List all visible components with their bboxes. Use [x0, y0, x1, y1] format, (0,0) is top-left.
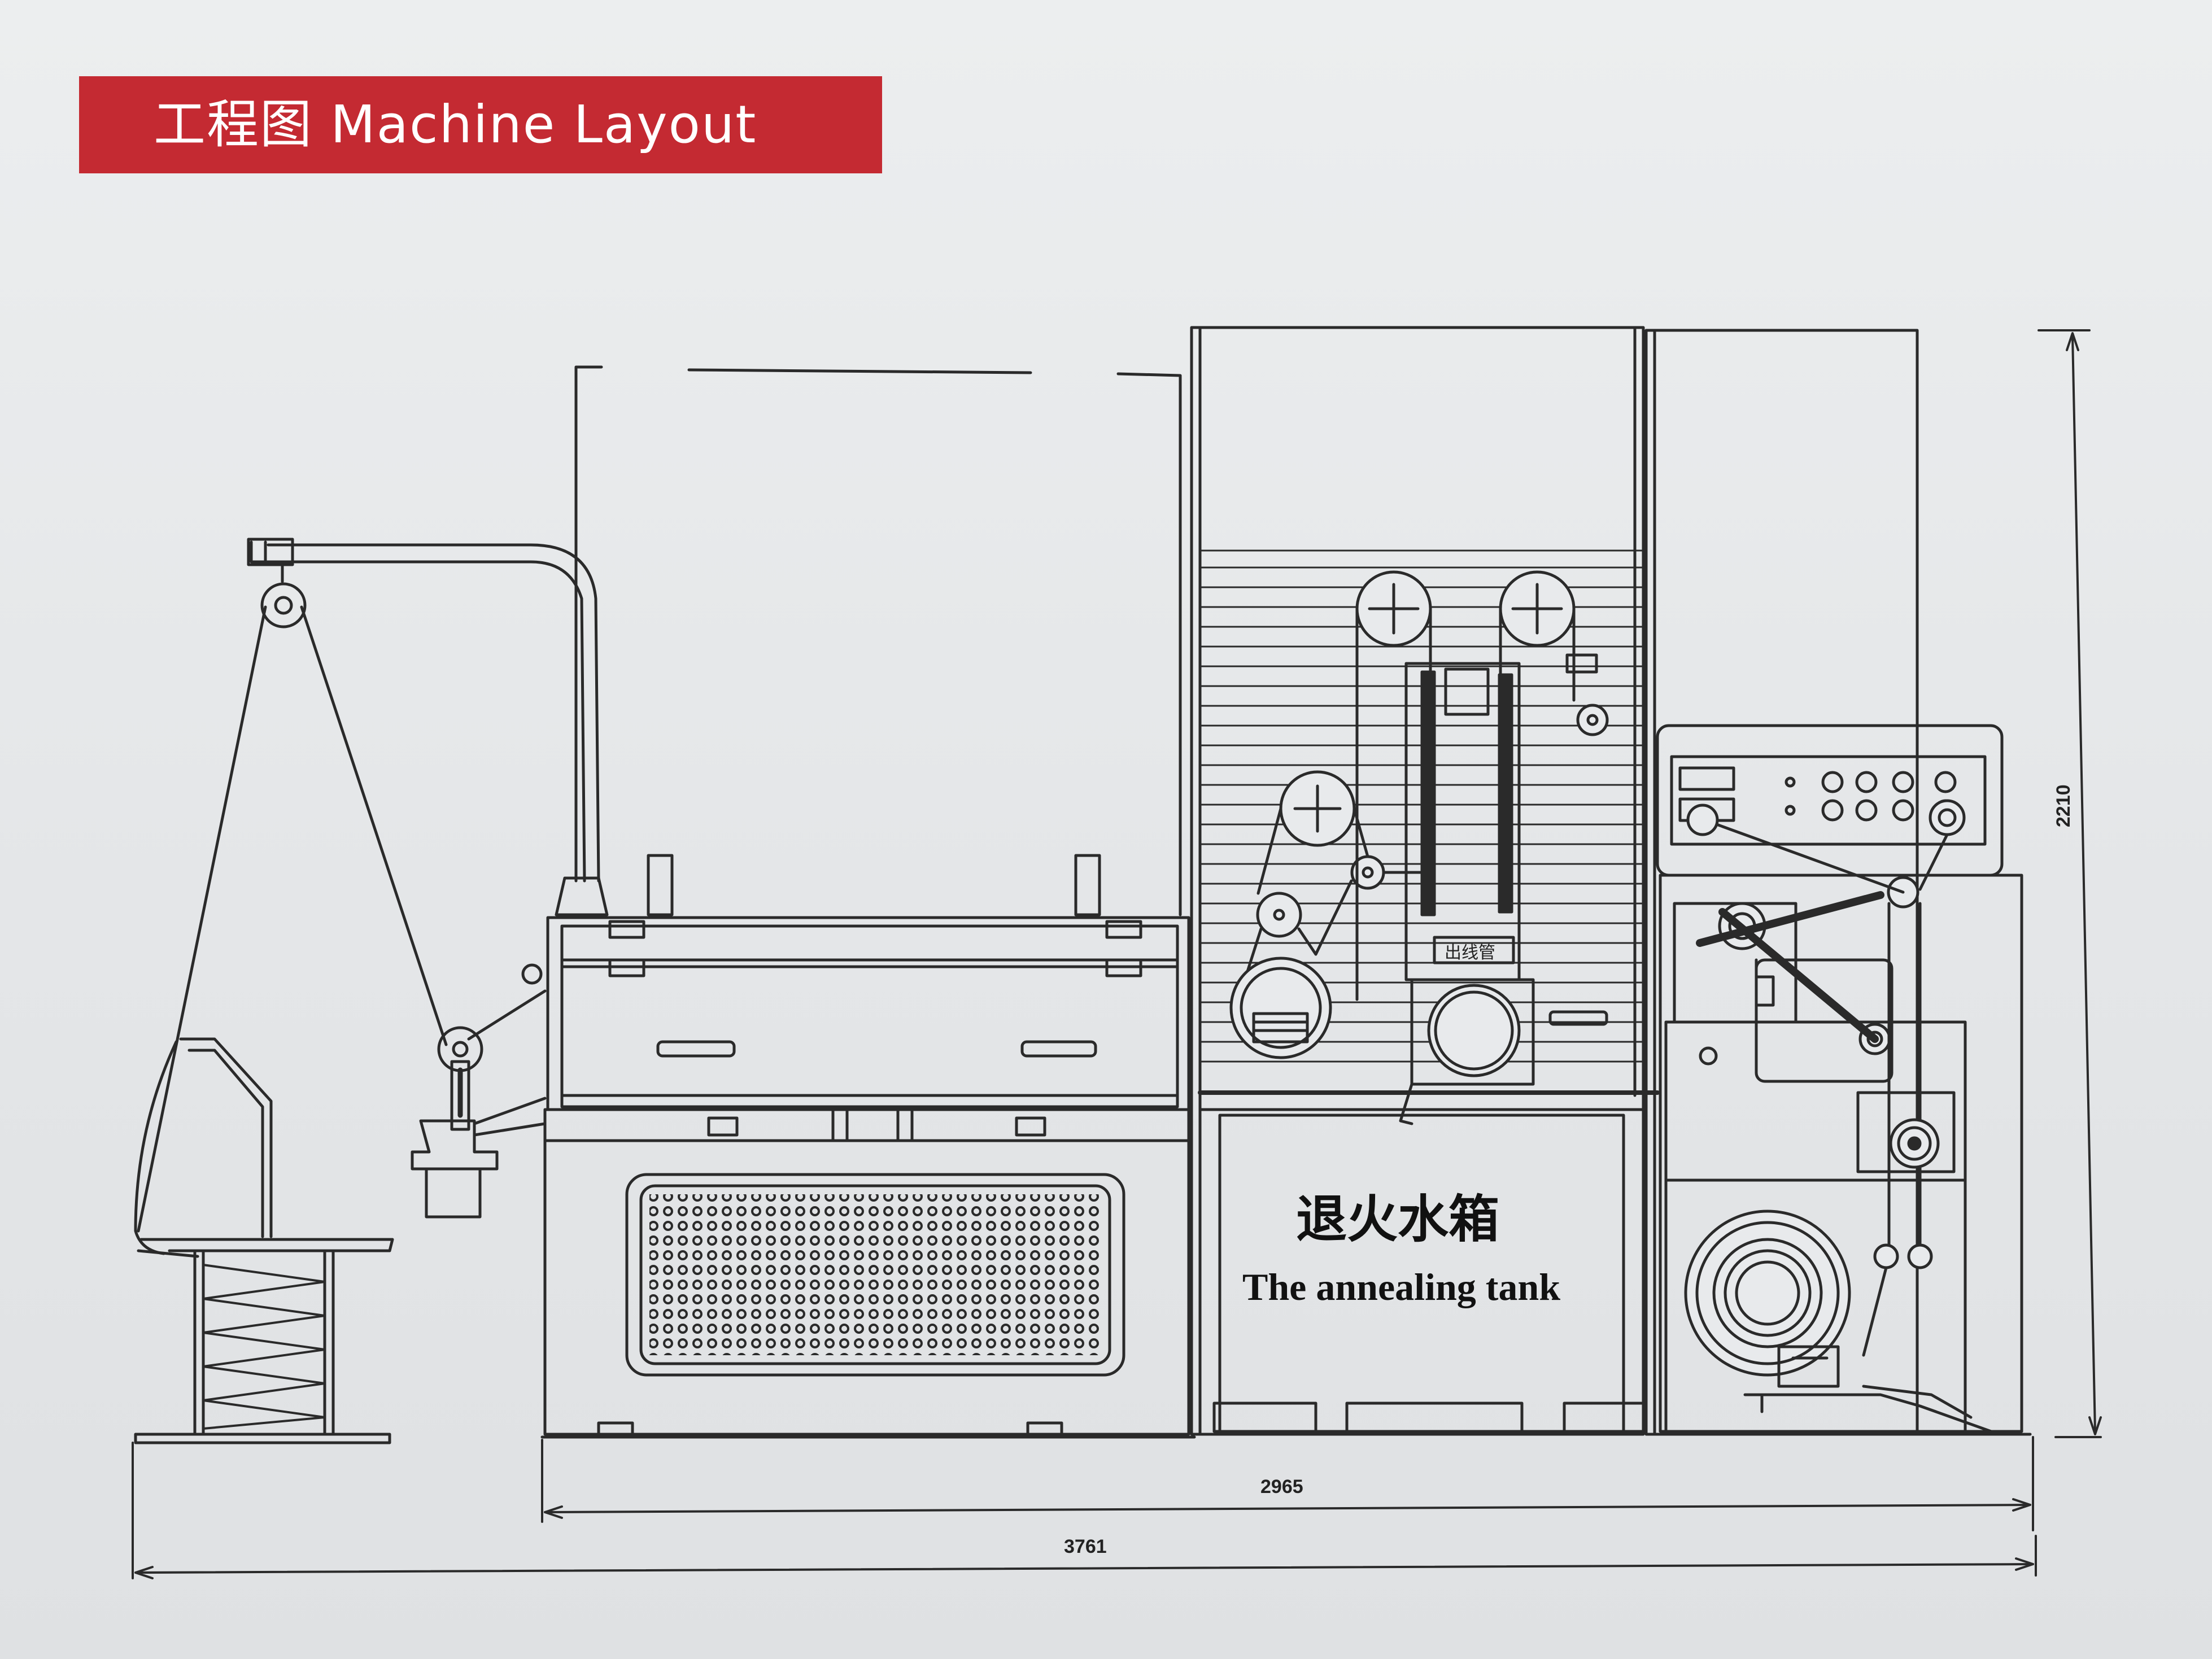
dimension-height: 2210	[2053, 784, 2074, 827]
payoff-spool	[193, 1249, 335, 1436]
panel-button[interactable]	[1855, 799, 1878, 822]
panel-button[interactable]	[1892, 771, 1914, 793]
vent-grille	[625, 1173, 1125, 1377]
payoff-stand	[134, 538, 600, 1444]
rail-mark-label: 出线管	[1445, 943, 1495, 963]
payoff-top-pulley	[260, 582, 307, 628]
panel-button[interactable]	[1855, 771, 1878, 793]
tank-label-en: The annealing tank	[1242, 1265, 1560, 1308]
annealing-section: 出线管 退火水箱 The annealing tank	[1190, 326, 1660, 1436]
drawing-machine	[521, 365, 1196, 1439]
tank-label-cn: 退火水箱	[1296, 1190, 1499, 1249]
panel-button[interactable]	[1821, 771, 1844, 793]
panel-button[interactable]	[1892, 799, 1914, 822]
anneal-wheel-center	[1427, 984, 1521, 1077]
dimensions	[132, 329, 2102, 1579]
display-upper	[1678, 766, 1735, 791]
dimension-width-total: 3761	[1064, 1536, 1107, 1557]
page-title: 工程图 Machine Layout	[79, 76, 882, 173]
panel-button[interactable]	[1821, 799, 1844, 822]
door-handle-right[interactable]	[1020, 1040, 1097, 1058]
anneal-fan-left	[1229, 957, 1332, 1059]
takeup-section	[1644, 329, 2032, 1436]
dimension-width-inner: 2965	[1260, 1476, 1303, 1498]
panel-button[interactable]	[1934, 771, 1957, 793]
takeup-spool	[1684, 1210, 1851, 1377]
door-handle-left[interactable]	[656, 1040, 736, 1058]
